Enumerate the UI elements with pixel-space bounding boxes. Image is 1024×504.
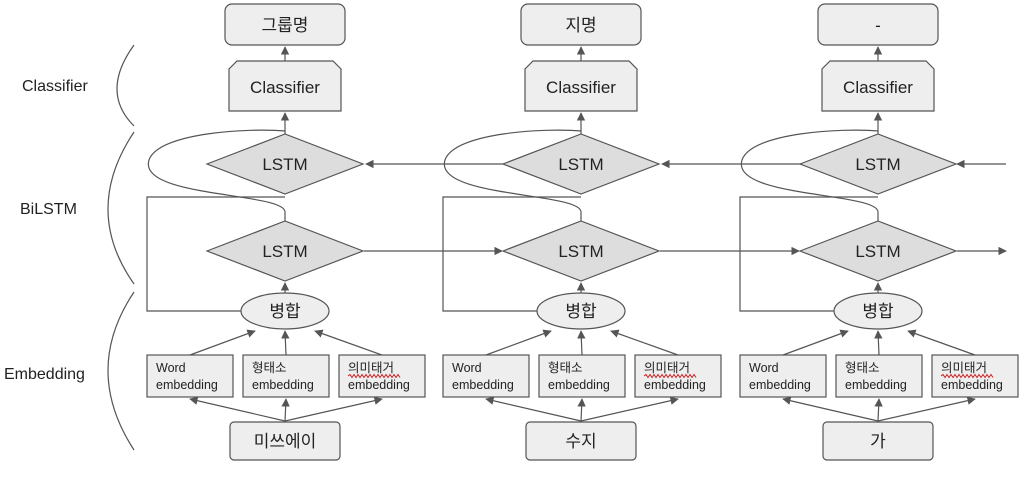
embedding-box	[242, 354, 330, 398]
arrow-input-to-embedding	[284, 396, 383, 422]
merge-node	[833, 292, 923, 330]
arrow-embedding-to-merge	[314, 329, 383, 356]
embedding-label-line2: embedding	[749, 378, 811, 392]
arrow-embedding-to-merge	[485, 329, 552, 356]
merge-to-backward-connector	[739, 196, 878, 312]
embedding-label-line2: embedding	[548, 378, 610, 392]
embedding-label-line1: Word	[156, 361, 186, 375]
embedding-label-line2: embedding	[845, 378, 907, 392]
lstm-forward-diamond	[501, 220, 661, 282]
lstm-forward-label: LSTM	[262, 242, 307, 261]
embedding-label-line1: 형태소	[845, 361, 880, 375]
input-token: 가	[870, 432, 886, 451]
arrow-input-to-embedding	[189, 396, 286, 422]
merge-node	[240, 292, 330, 330]
embedding-label-line1: 의미태거	[348, 361, 394, 375]
output-label-box	[520, 3, 642, 46]
arrow-embedding-to-merge	[874, 330, 883, 356]
arrow-embedding-to-merge	[610, 329, 679, 356]
lstm-backward-label: LSTM	[262, 155, 307, 174]
input-token-box	[822, 421, 934, 461]
lstm-backward-diamond	[501, 133, 661, 195]
embedding-label-line1: 의미태거	[941, 361, 987, 375]
embedding-box	[835, 354, 923, 398]
lstm-backward-diamond	[205, 133, 365, 195]
embedding-label-line1: Word	[749, 361, 779, 375]
embedding-label-line1: 의미태거	[644, 361, 690, 375]
embedding-label-line2: embedding	[348, 378, 410, 392]
lstm-forward-label: LSTM	[558, 242, 603, 261]
input-token: 수지	[565, 432, 596, 451]
brace-bilstm	[107, 131, 135, 285]
merge-to-backward-connector	[146, 196, 285, 312]
arrow-input-to-embedding	[874, 398, 883, 422]
arrow-embedding-to-merge	[281, 330, 290, 356]
classifier-box	[524, 60, 638, 112]
merge-node	[536, 292, 626, 330]
lstm-forward-diamond	[798, 220, 958, 282]
lstm-backward-label: LSTM	[558, 155, 603, 174]
arrow-embedding-to-merge	[189, 329, 256, 356]
output-label: -	[875, 16, 881, 35]
classifier-box	[821, 60, 935, 112]
embedding-label-line1: 형태소	[252, 361, 287, 375]
merge-label: 병합	[565, 302, 597, 321]
embedding-label-line1: 형태소	[548, 361, 583, 375]
arrow-embedding-to-merge	[577, 330, 586, 356]
embedding-label-line1: Word	[452, 361, 482, 375]
merge-label: 병합	[269, 302, 301, 321]
arrow-embedding-to-merge	[782, 329, 849, 356]
layer-label-bilstm: BiLSTM	[20, 201, 77, 218]
input-token-box	[229, 421, 341, 461]
arrow-input-to-embedding	[877, 396, 976, 422]
arrow-input-to-embedding	[485, 396, 582, 422]
output-label-box	[224, 3, 346, 46]
forward-to-classifier-curve	[148, 129, 286, 221]
embedding-box	[442, 354, 530, 398]
input-token: 미쓰에이	[254, 432, 317, 451]
classifier-label: Classifier	[546, 78, 616, 97]
arrow-input-to-embedding	[580, 396, 679, 422]
input-token-box	[525, 421, 637, 461]
brace-classifier	[116, 44, 135, 127]
embedding-label-line2: embedding	[941, 378, 1003, 392]
layer-label-classifier: Classifier	[22, 78, 88, 95]
spellcheck-underline	[643, 373, 697, 379]
classifier-label: Classifier	[250, 78, 320, 97]
lstm-forward-diamond	[205, 220, 365, 282]
arrow-input-to-embedding	[577, 398, 586, 422]
arrow-input-to-embedding	[281, 398, 290, 422]
merge-to-backward-connector	[442, 196, 581, 312]
embedding-label-line2: embedding	[156, 378, 218, 392]
output-label-box	[817, 3, 939, 46]
output-label: 그룹명	[262, 16, 309, 35]
output-label: 지명	[565, 16, 596, 35]
embedding-label-line2: embedding	[644, 378, 706, 392]
layer-label-embedding: Embedding	[4, 366, 85, 383]
classifier-box	[228, 60, 342, 112]
brace-embedding	[107, 291, 135, 451]
classifier-label: Classifier	[843, 78, 913, 97]
embedding-label-line2: embedding	[252, 378, 314, 392]
spellcheck-underline	[940, 373, 994, 379]
arrow-embedding-to-merge	[907, 329, 976, 356]
lstm-backward-diamond	[798, 133, 958, 195]
merge-label: 병합	[862, 302, 894, 321]
spellcheck-underline	[347, 373, 401, 379]
lstm-forward-label: LSTM	[855, 242, 900, 261]
lstm-connections	[364, 159, 1007, 256]
embedding-label-line2: embedding	[452, 378, 514, 392]
arrow-input-to-embedding	[782, 396, 879, 422]
lstm-backward-label: LSTM	[855, 155, 900, 174]
